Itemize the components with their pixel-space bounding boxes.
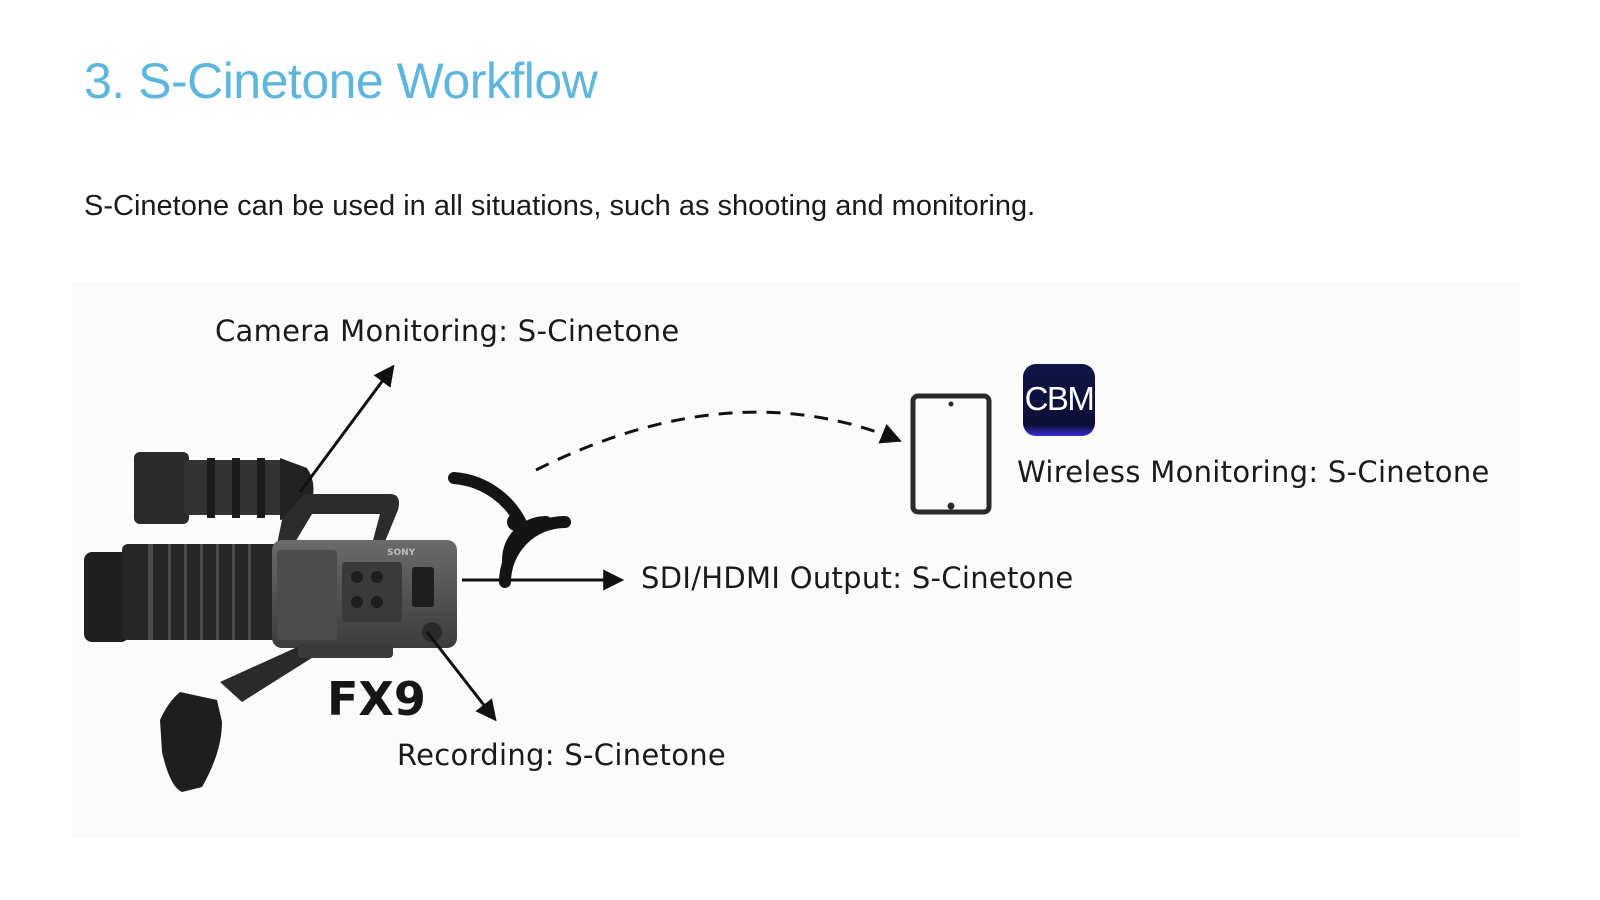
wireless-arrow [535, 410, 902, 472]
viewfinder-housing [134, 452, 189, 524]
workflow-diagram: SONY [72, 282, 1520, 838]
page-title: 3. S-Cinetone Workflow [84, 53, 598, 109]
wireless-monitoring-label: Wireless Monitoring: S-Cinetone [1017, 455, 1490, 489]
wifi-signal-icon [448, 472, 571, 588]
camera-model-label: FX9 [327, 672, 426, 726]
camera-illustration: SONY [84, 452, 457, 792]
recording-label: Recording: S-Cinetone [397, 738, 727, 772]
camera-monitoring-label: Camera Monitoring: S-Cinetone [215, 314, 680, 348]
camera-brand-text: SONY [387, 548, 416, 558]
recording-arrow [425, 631, 497, 722]
tablet-icon [910, 393, 992, 515]
diagram-graphics: SONY [84, 364, 992, 792]
camera-monitoring-arrow [298, 364, 395, 493]
hand-grip [160, 692, 222, 792]
page-subtitle: S-Cinetone can be used in all situations… [84, 190, 1036, 222]
camera-handle [277, 494, 399, 544]
sdi-hdmi-output-label: SDI/HDMI Output: S-Cinetone [641, 561, 1074, 595]
lens-hood [84, 552, 129, 642]
cbm-app-icon: CBM [1023, 364, 1095, 436]
grip-arm [220, 644, 334, 702]
